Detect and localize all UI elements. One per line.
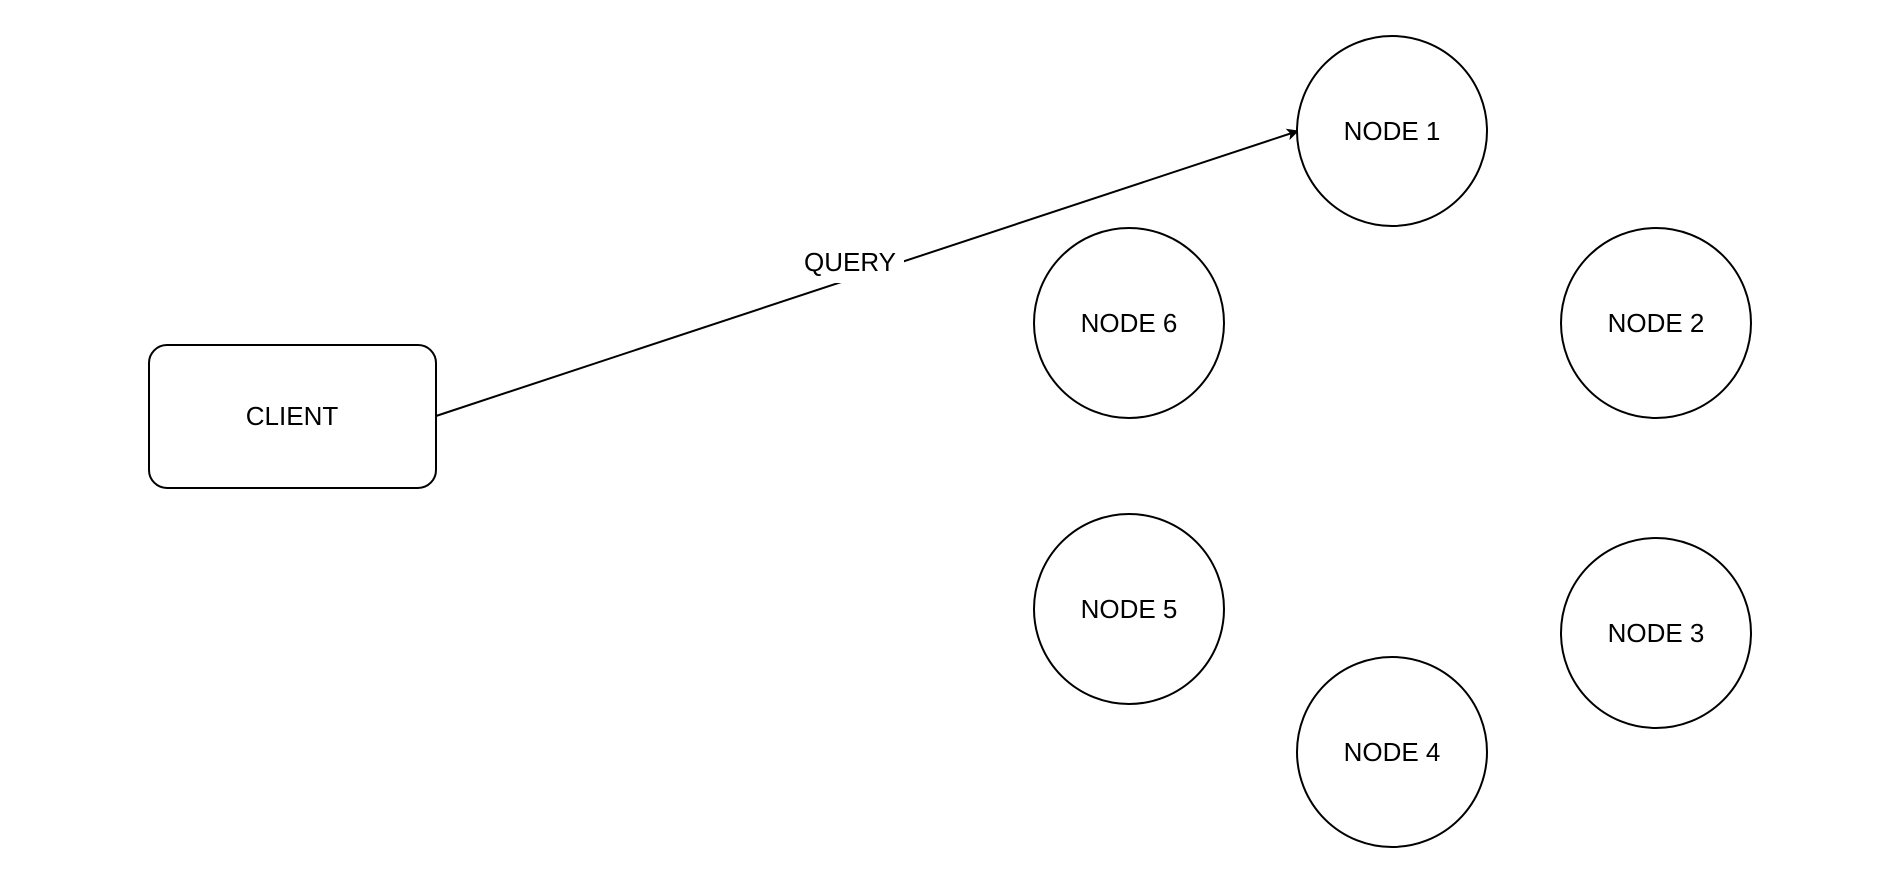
node-4[interactable]: NODE 4 <box>1296 656 1488 848</box>
query-edge-label: QUERY <box>804 247 896 277</box>
node-2[interactable]: NODE 2 <box>1560 227 1752 419</box>
node-6-label: NODE 6 <box>1081 308 1178 338</box>
node-4-label: NODE 4 <box>1344 737 1441 767</box>
node-1[interactable]: NODE 1 <box>1296 35 1488 227</box>
node-5-label: NODE 5 <box>1081 594 1178 624</box>
node-3[interactable]: NODE 3 <box>1560 537 1752 729</box>
client-box[interactable]: CLIENT <box>148 344 437 489</box>
node-5[interactable]: NODE 5 <box>1033 513 1225 705</box>
node-2-label: NODE 2 <box>1608 308 1705 338</box>
node-3-label: NODE 3 <box>1608 618 1705 648</box>
node-1-label: NODE 1 <box>1344 116 1441 146</box>
query-edge[interactable]: QUERY <box>435 128 1299 417</box>
client-label: CLIENT <box>246 401 339 431</box>
node-6[interactable]: NODE 6 <box>1033 227 1225 419</box>
